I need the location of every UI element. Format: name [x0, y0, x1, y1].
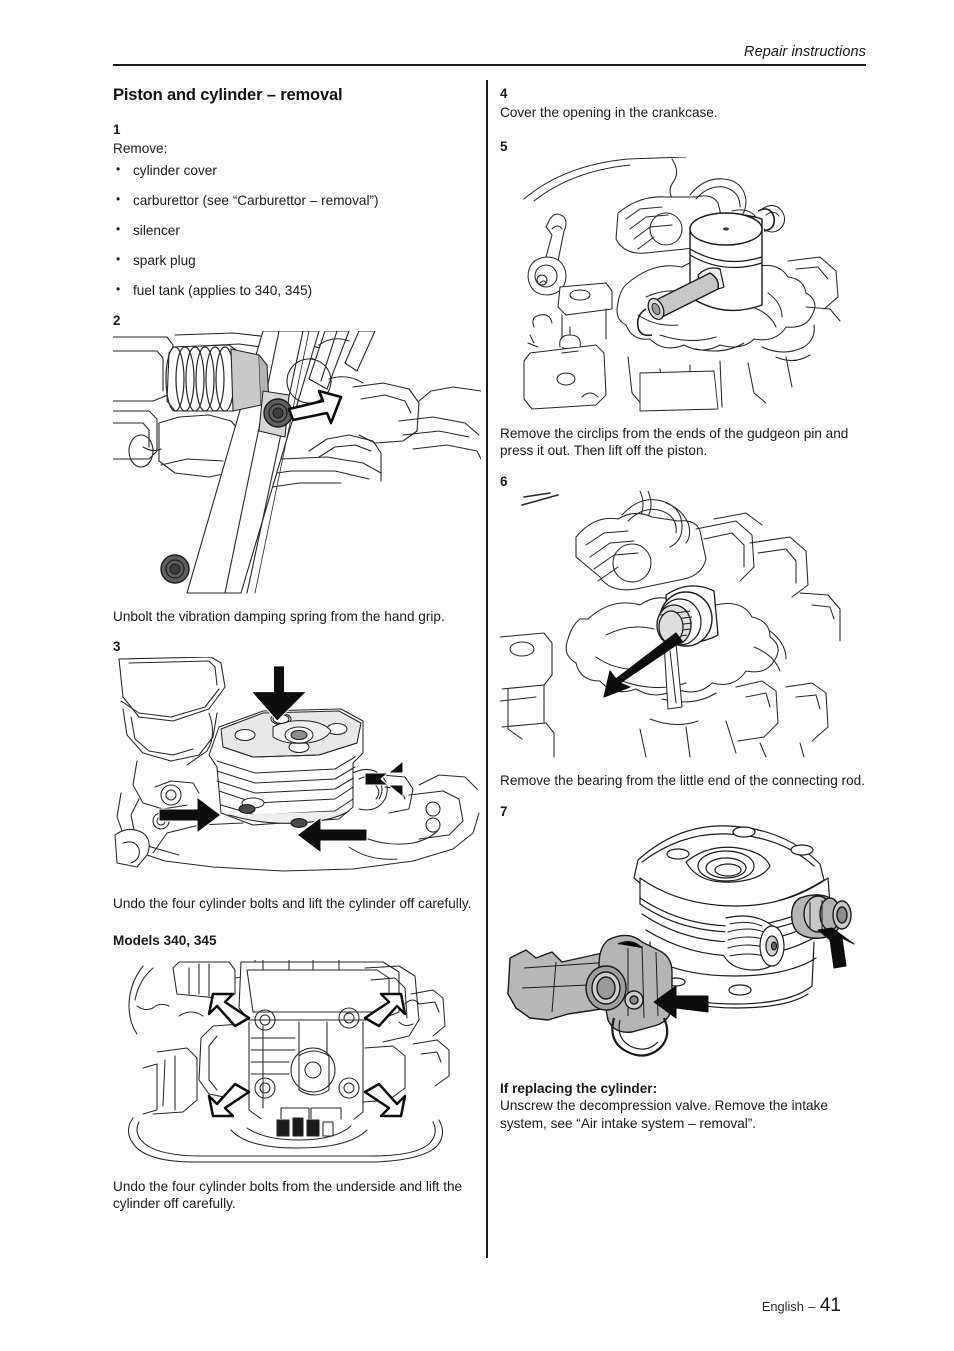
header-title: Repair instructions	[744, 44, 866, 60]
step-number-5: 5	[500, 139, 508, 155]
step-number-7: 7	[500, 803, 508, 819]
page-header: Repair instructions	[113, 44, 866, 66]
cylinder-bolts-top-figure	[113, 656, 481, 882]
header-rule	[113, 64, 866, 66]
callout-arrow	[287, 389, 343, 425]
step-number-1: 1	[113, 122, 121, 137]
list-item: spark plug	[113, 252, 481, 270]
step-6-caption: Remove the bearing from the little end o…	[500, 773, 865, 789]
little-end-bearing-figure	[500, 491, 868, 759]
step-number-3: 3	[113, 639, 121, 655]
models-heading: Models 340, 345	[113, 933, 217, 949]
step-number-2: 2	[113, 313, 121, 329]
footer-separator: –	[808, 1299, 816, 1314]
footer-language: English	[761, 1299, 804, 1314]
step-3-caption: Undo the four cylinder bolts and lift th…	[113, 895, 472, 911]
step-1-lead: Remove:	[113, 140, 168, 156]
cylinder-intake-system-figure	[500, 822, 868, 1072]
step-number-6: 6	[500, 473, 508, 489]
page-footer: English – 41	[762, 1295, 841, 1317]
step-4-text: Cover the opening in the crankcase.	[500, 104, 718, 120]
list-item: carburettor (see “Carburettor – removal”…	[113, 192, 481, 210]
step-5-caption: Remove the circlips from the ends of the…	[500, 425, 849, 459]
remove-list: cylinder cover carburettor (see “Carbure…	[113, 162, 481, 300]
callout-arrow	[603, 632, 683, 699]
callout-arrow	[653, 927, 855, 1019]
list-item: fuel tank (applies to 340, 345)	[113, 282, 481, 300]
step-number-4: 4	[500, 86, 508, 101]
list-item: silencer	[113, 222, 481, 240]
cylinder-bolts-underside-figure	[113, 960, 481, 1165]
page-number: 41	[819, 1295, 841, 1316]
column-divider	[486, 80, 488, 1258]
replacing-cylinder-text: Unscrew the decompression valve. Remove …	[500, 1098, 828, 1131]
step-2-caption: Unbolt the vibration damping spring from…	[113, 608, 445, 624]
list-item: cylinder cover	[113, 162, 481, 180]
right-column: 4 Cover the opening in the crankcase. 5	[500, 86, 868, 1132]
page-title: Piston and cylinder – removal	[113, 86, 343, 104]
replacing-cylinder-heading: If replacing the cylinder:	[500, 1080, 658, 1096]
piston-gudgeon-pin-figure	[500, 156, 868, 412]
models-caption: Undo the four cylinder bolts from the un…	[113, 1179, 463, 1212]
vibration-damping-spring-figure	[113, 330, 481, 595]
callout-arrow	[207, 992, 407, 1118]
callout-arrow	[158, 665, 404, 854]
left-column: Piston and cylinder – removal 1 Remove: …	[113, 86, 481, 1213]
